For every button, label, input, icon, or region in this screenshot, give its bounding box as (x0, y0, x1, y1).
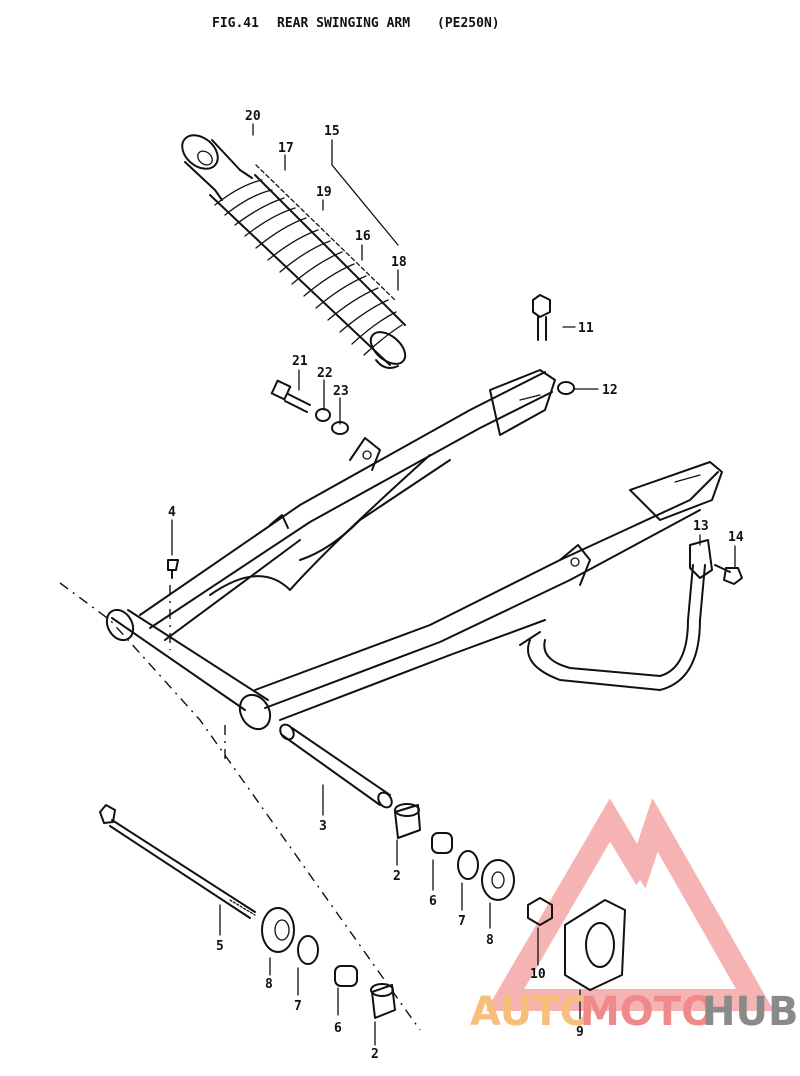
nut-10 (527, 897, 553, 926)
callout-18: 18 (391, 255, 407, 270)
bolt-21 (270, 379, 311, 413)
callout-10: 10 (530, 967, 546, 982)
callout-20: 20 (245, 109, 261, 124)
bolt-11 (532, 294, 551, 341)
callout-4: 4 (168, 505, 176, 520)
callout-12: 12 (602, 383, 618, 398)
chain-adjuster-9 (564, 899, 626, 991)
callout-5: 5 (216, 939, 224, 954)
callout-7-upper: 7 (458, 914, 466, 929)
callout-23: 23 (333, 384, 349, 399)
bracket-13 (689, 539, 713, 579)
pivot-bolt-5 (99, 804, 256, 919)
watermark-text: AUTO MOTO HUB (470, 989, 798, 1035)
watermark-triangle-icon (485, 798, 774, 1011)
washer-22 (315, 408, 331, 422)
washer-7-upper (457, 850, 479, 880)
callout-3: 3 (319, 819, 327, 834)
callout-22: 22 (317, 366, 333, 381)
washer-7-lower (297, 935, 319, 965)
callout-15: 15 (324, 124, 340, 139)
watermark-inner-icon (570, 880, 700, 975)
callout-16: 16 (355, 229, 371, 244)
seal-8-lower (261, 907, 295, 953)
callout-21: 21 (292, 354, 308, 369)
callout-6-lower: 6 (334, 1021, 342, 1036)
callout-labels: 20 15 17 19 16 18 11 21 22 23 12 4 13 14… (168, 109, 744, 1062)
callout-2-upper: 2 (393, 869, 401, 884)
center-axis-line (59, 582, 421, 1031)
watermark-auto: AUTO (470, 989, 594, 1035)
watermark-hub: HUB (702, 989, 798, 1035)
bearing-2-upper (394, 803, 421, 839)
callout-2-lower: 2 (371, 1047, 379, 1062)
callout-9: 9 (576, 1025, 584, 1040)
nut-12 (557, 381, 575, 395)
callout-8-lower: 8 (265, 977, 273, 992)
figure-number: FIG.41 (212, 16, 259, 31)
callout-11: 11 (578, 321, 594, 336)
callout-19: 19 (316, 185, 332, 200)
watermark-logo (485, 798, 774, 1011)
bolt-14 (714, 564, 743, 585)
figure-model: (PE250N) (437, 16, 500, 31)
watermark-moto: MOTO (580, 989, 715, 1035)
figure-title: REAR SWINGING ARM (277, 16, 410, 31)
callout-13: 13 (693, 519, 709, 534)
callout-17: 17 (278, 141, 294, 156)
callout-7-lower: 7 (294, 999, 302, 1014)
bushing-6-lower (334, 965, 358, 987)
callout-14: 14 (728, 530, 744, 545)
seal-8-upper (481, 859, 515, 901)
leader-lines (171, 123, 736, 1046)
spacer-3 (279, 723, 393, 809)
grease-nipple-4 (167, 559, 179, 579)
bushing-6-upper (431, 832, 453, 854)
bearing-2-lower (370, 983, 396, 1019)
callout-6-upper: 6 (429, 894, 437, 909)
callout-8-upper: 8 (486, 933, 494, 948)
swinging-arm (105, 369, 723, 731)
rear-shock-absorber (181, 134, 407, 369)
